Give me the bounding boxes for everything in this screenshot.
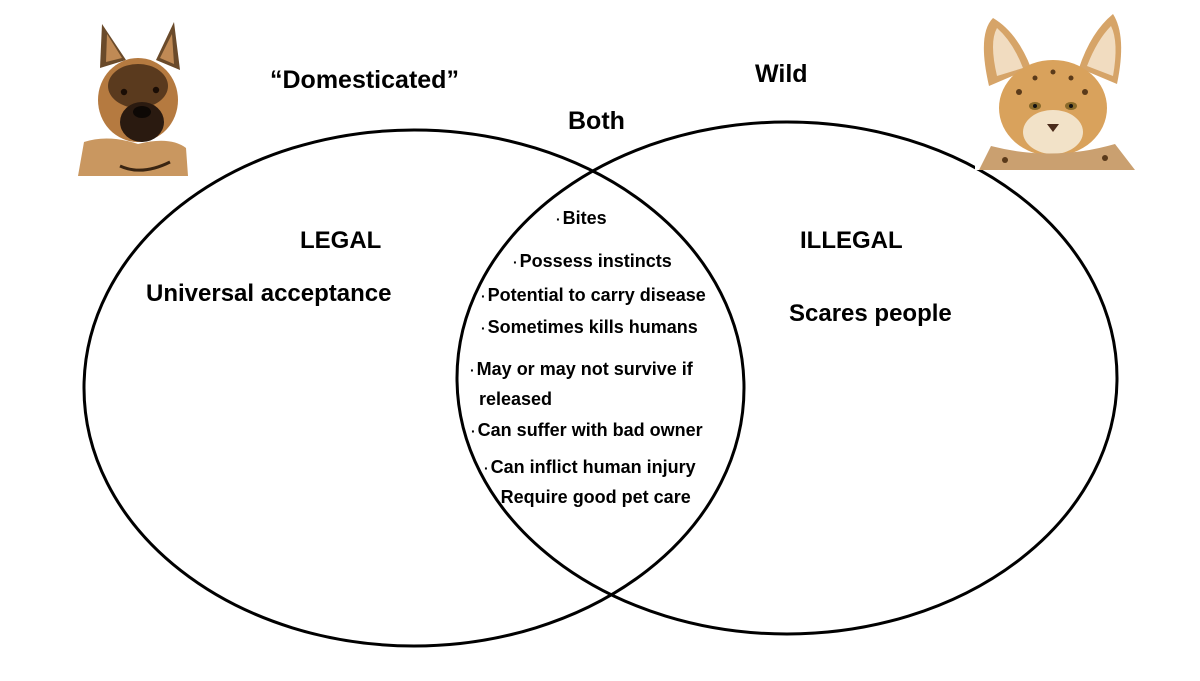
overlap-item: ·Require good pet care xyxy=(494,487,691,507)
overlap-item: ·May or may not survive if xyxy=(470,359,693,379)
right-circle-wild xyxy=(455,120,1119,636)
left-set-status: LEGAL xyxy=(300,227,382,254)
overlap-item: ·Possess instincts xyxy=(513,251,672,271)
overlap-item: ·Sometimes kills humans xyxy=(481,317,698,337)
left-circle-domesticated xyxy=(82,128,746,648)
overlap-item-continuation: released xyxy=(479,389,553,409)
right-set-status: ILLEGAL xyxy=(800,227,903,254)
serval-cat-photo xyxy=(975,12,1135,170)
overlap-item: ·Potential to carry disease xyxy=(481,285,706,305)
overlap-title: Both xyxy=(568,107,625,135)
overlap-item: ·Can inflict human injury xyxy=(484,457,696,477)
left-set-trait: Universal acceptance xyxy=(146,280,392,307)
right-set-trait: Scares people xyxy=(789,300,952,327)
overlap-item: ·Bites xyxy=(556,208,607,228)
right-set-title: Wild xyxy=(755,60,808,88)
left-set-title: “Domesticated” xyxy=(270,66,459,94)
german-shepherd-dog-photo xyxy=(78,16,188,176)
overlap-item: ·Can suffer with bad owner xyxy=(471,420,703,440)
